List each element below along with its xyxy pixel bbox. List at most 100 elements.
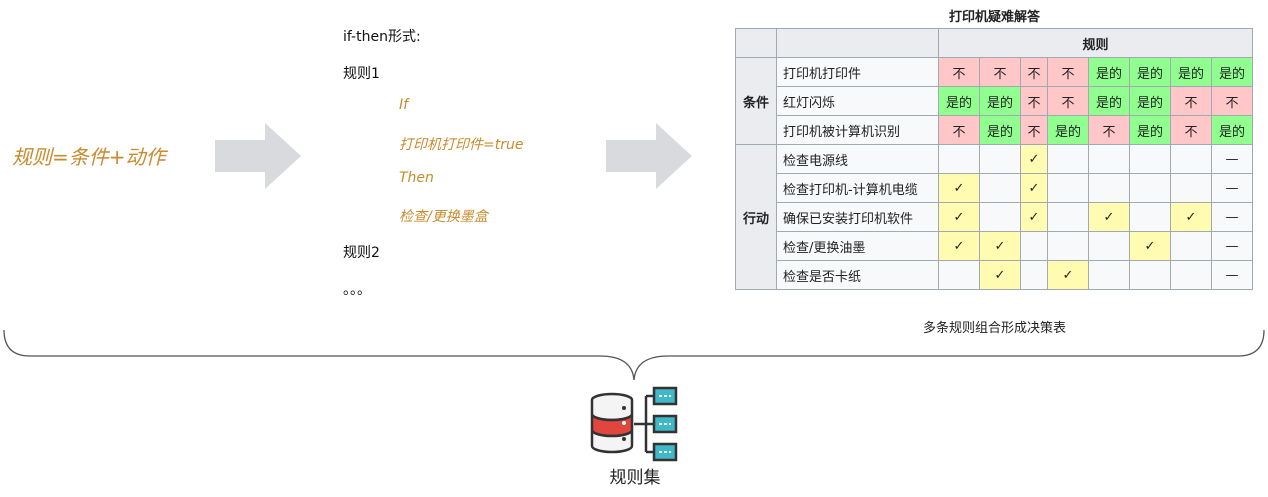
then-keyword: Then (399, 170, 434, 186)
corner-cell (735, 28, 777, 58)
condition-value-cell: 不 (938, 57, 980, 87)
action-value-cell (1020, 231, 1048, 261)
action-value-cell: ✓ (1047, 260, 1089, 290)
action-value-cell (1129, 260, 1171, 290)
condition-value-cell: 是的 (1088, 57, 1130, 87)
action-value-cell (1047, 144, 1089, 174)
action-value-cell: ✓ (1020, 144, 1048, 174)
table-row: 行动检查电源线✓— (735, 144, 1253, 290)
action-value-cell: — (1211, 260, 1253, 290)
condition-name: 红灯闪烁 (776, 86, 939, 116)
grouping-brace (3, 329, 1265, 381)
action-value-cell (979, 202, 1021, 232)
condition-value-cell: 不 (1047, 86, 1089, 116)
rule2-label: 规则2 (343, 245, 380, 261)
action-value-cell: — (1211, 173, 1253, 203)
table-row: 红灯闪烁是的是的不不是的是的不不 (736, 86, 1253, 116)
action-value-cell (1170, 144, 1212, 174)
action-value-cell (1020, 260, 1048, 290)
action-value-cell (1170, 173, 1212, 203)
action-value-cell (1088, 173, 1130, 203)
if-then-heading: if-then形式: (343, 29, 421, 45)
decision-table: 规则 条件打印机打印件不不不不是的是的是的是的红灯闪烁是的是的不不是的是的不不打… (735, 28, 1253, 290)
table-row: 条件打印机打印件不不不不是的是的是的是的 (735, 57, 1253, 145)
rule-database-icon (590, 386, 678, 462)
action-value-cell: ✓ (938, 202, 980, 232)
action-group-label: 行动 (735, 144, 777, 290)
table-row: 确保已安装打印机软件✓✓✓✓— (736, 202, 1253, 232)
condition-value-cell: 是的 (1129, 86, 1171, 116)
action-name: 检查是否卡纸 (776, 260, 939, 290)
action-value-cell (1129, 202, 1171, 232)
action-value-cell (938, 144, 980, 174)
action-value-cell (1088, 144, 1130, 174)
action-value-cell (1047, 202, 1089, 232)
action-name: 检查电源线 (776, 144, 939, 174)
condition-value-cell: 不 (1047, 57, 1089, 87)
rule-action: 检查/更换墨盒 (399, 209, 488, 225)
action-value-cell: ✓ (1020, 173, 1048, 203)
rule1-label: 规则1 (343, 66, 380, 82)
action-value-cell: ✓ (979, 260, 1021, 290)
condition-value-cell: 不 (1020, 86, 1048, 116)
rules-header: 规则 (938, 28, 1253, 58)
corner-cell (776, 28, 939, 58)
action-value-cell (1129, 173, 1171, 203)
condition-value-cell: 不 (1170, 115, 1212, 145)
condition-value-cell: 是的 (1047, 115, 1089, 145)
condition-value-cell: 是的 (1211, 115, 1253, 145)
condition-value-cell: 是的 (1088, 86, 1130, 116)
if-keyword: If (399, 97, 409, 113)
action-value-cell (1088, 231, 1130, 261)
action-name: 确保已安装打印机软件 (776, 202, 939, 232)
ellipsis: 。。。 (343, 282, 371, 298)
action-value-cell (938, 260, 980, 290)
action-value-cell: — (1211, 202, 1253, 232)
condition-name: 打印机打印件 (776, 57, 939, 87)
table-row: 检查打印机-计算机电缆✓✓— (736, 173, 1253, 203)
action-value-cell: ✓ (938, 173, 980, 203)
condition-value-cell: 是的 (1129, 57, 1171, 87)
action-value-cell: — (1211, 231, 1253, 261)
condition-value-cell: 不 (1088, 115, 1130, 145)
action-name: 检查/更换油墨 (776, 231, 939, 261)
action-value-cell (1170, 231, 1212, 261)
table-row: 检查是否卡纸 ✓ ✓ — (736, 260, 1253, 290)
action-value-cell: ✓ (938, 231, 980, 261)
condition-value-cell: 不 (1020, 57, 1048, 87)
condition-value-cell: 不 (938, 115, 980, 145)
condition-group-label: 条件 (735, 57, 777, 145)
condition-value-cell: 是的 (1211, 57, 1253, 87)
table-row: 打印机被计算机识别不是的不是的不是的不是的 (736, 115, 1253, 145)
action-value-cell: ✓ (979, 231, 1021, 261)
action-value-cell (1088, 260, 1130, 290)
condition-value-cell: 不 (979, 57, 1021, 87)
rule-formula: 规则=条件+动作 (12, 145, 166, 169)
action-value-cell: ✓ (1170, 202, 1212, 232)
table-row: 检查/更换油墨✓✓✓— (736, 231, 1253, 261)
action-value-cell: — (1211, 144, 1253, 174)
condition-value-cell: 不 (1211, 86, 1253, 116)
action-value-cell (1170, 260, 1212, 290)
action-value-cell (1129, 144, 1171, 174)
right-arrow-icon (215, 123, 301, 189)
action-value-cell (979, 173, 1021, 203)
decision-table-title: 打印机疑难解答 (948, 10, 1040, 25)
condition-value-cell: 是的 (1170, 57, 1212, 87)
action-value-cell: ✓ (1088, 202, 1130, 232)
condition-value-cell: 不 (1170, 86, 1212, 116)
condition-value-cell: 不 (1020, 115, 1048, 145)
condition-value-cell: 是的 (979, 86, 1021, 116)
action-name: 检查打印机-计算机电缆 (776, 173, 939, 203)
action-value-cell (1047, 231, 1089, 261)
action-value-cell (979, 144, 1021, 174)
rule-set-label: 规则集 (609, 468, 661, 488)
condition-name: 打印机被计算机识别 (776, 115, 939, 145)
condition-value-cell: 是的 (1129, 115, 1171, 145)
right-arrow-icon (606, 123, 692, 189)
rule-condition: 打印机打印件=true (399, 137, 524, 153)
condition-value-cell: 是的 (979, 115, 1021, 145)
action-value-cell (1047, 173, 1089, 203)
condition-value-cell: 是的 (938, 86, 980, 116)
action-value-cell: ✓ (1129, 231, 1171, 261)
